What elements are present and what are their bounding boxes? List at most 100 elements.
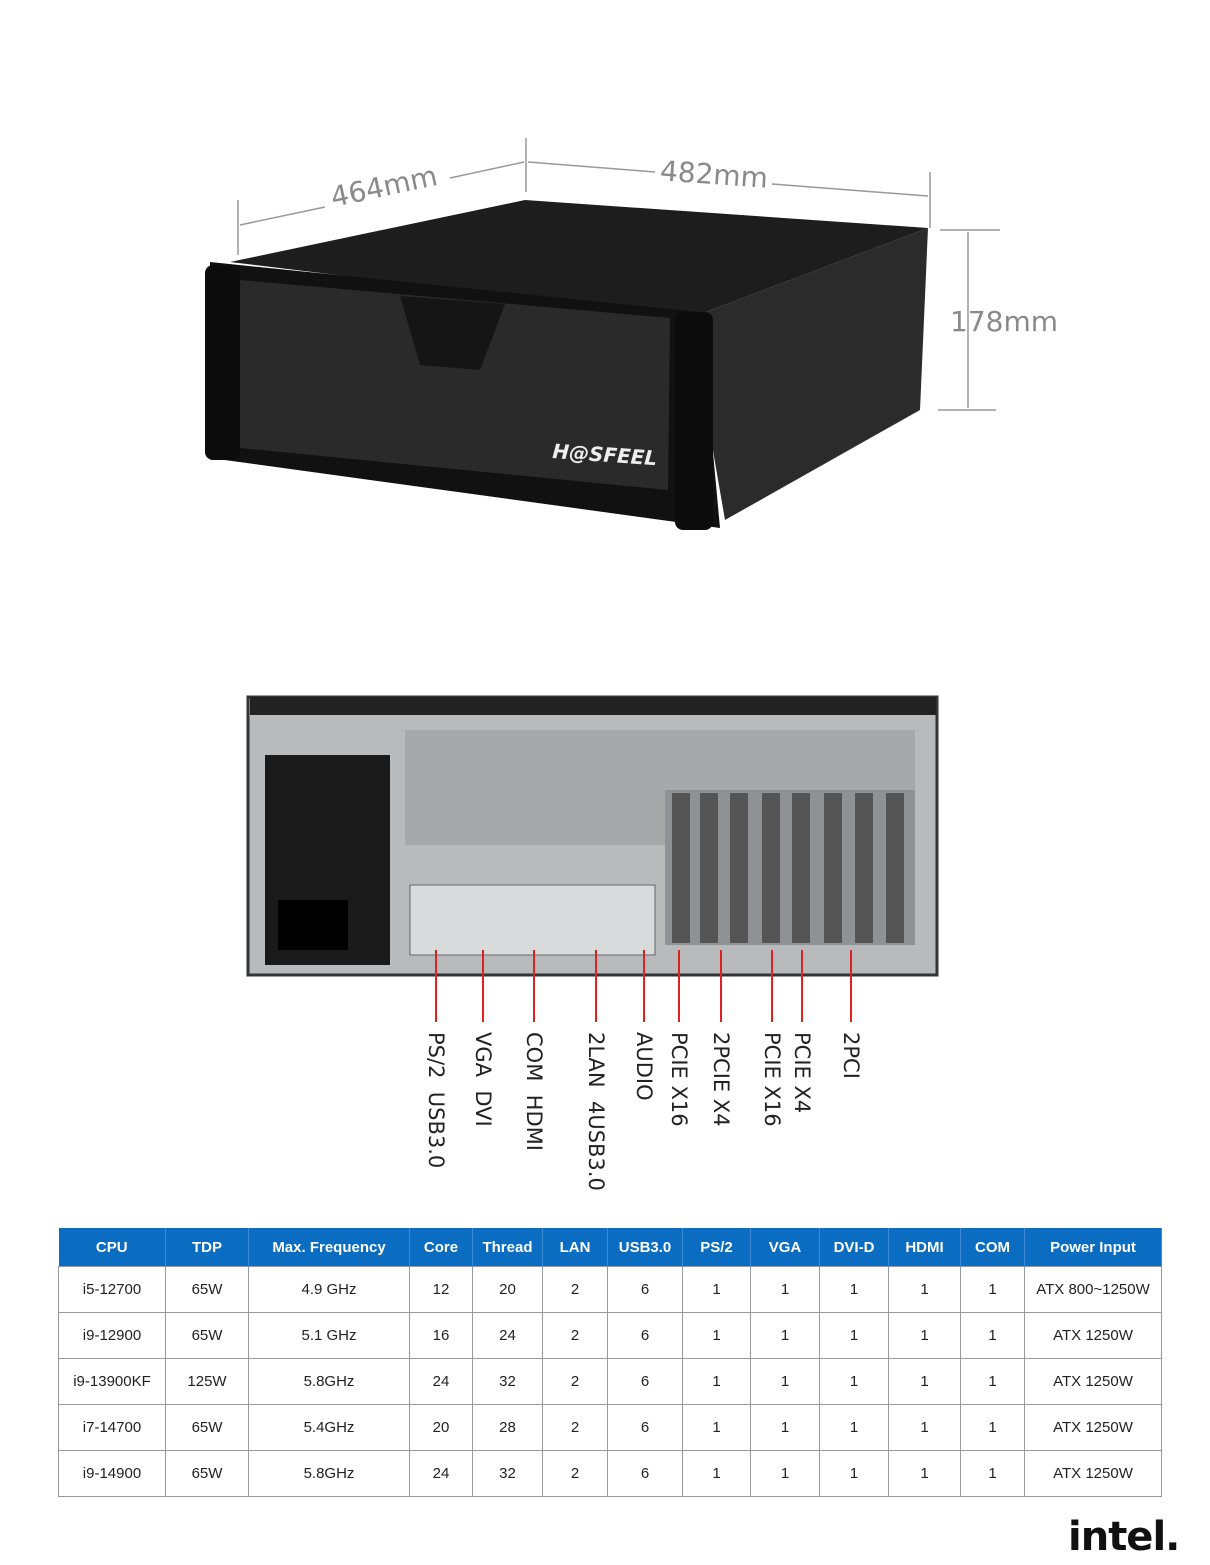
table-cell: 5.4GHz	[248, 1404, 410, 1451]
column-header: Core	[409, 1228, 473, 1267]
table-cell: 24	[409, 1450, 473, 1497]
table-cell: 24	[409, 1358, 473, 1405]
callout-line	[482, 950, 484, 1022]
table-cell: 20	[472, 1266, 543, 1313]
table-cell: 1	[888, 1266, 961, 1313]
column-header: DVI-D	[819, 1228, 889, 1267]
table-cell: 65W	[165, 1312, 249, 1359]
table-cell: 1	[819, 1404, 889, 1451]
callout-line	[850, 950, 852, 1022]
table-cell: 1	[750, 1312, 820, 1359]
table-cell: 2	[542, 1312, 608, 1359]
table-cell: 28	[472, 1404, 543, 1451]
table-cell: 1	[819, 1312, 889, 1359]
column-header: TDP	[165, 1228, 249, 1267]
table-cell: 1	[960, 1450, 1025, 1497]
table-cell: 6	[607, 1450, 683, 1497]
table-cell: 24	[472, 1312, 543, 1359]
table-cell: 2	[542, 1404, 608, 1451]
table-cell: 2	[542, 1450, 608, 1497]
table-cell: 4.9 GHz	[248, 1266, 410, 1313]
port-label: VGA DVI	[471, 1032, 495, 1127]
table-cell: 6	[607, 1312, 683, 1359]
table-cell: 20	[409, 1404, 473, 1451]
callout-line	[771, 950, 773, 1022]
port-label: AUDIO	[632, 1032, 656, 1101]
height-dimension: 178mm	[950, 305, 1058, 338]
port-label: 2PCI	[839, 1032, 863, 1079]
table-cell: ATX 1250W	[1024, 1450, 1162, 1497]
port-label: 2LAN 4USB3.0	[584, 1032, 608, 1191]
column-header: Power Input	[1024, 1228, 1162, 1267]
table-cell: 125W	[165, 1358, 249, 1405]
column-header: VGA	[750, 1228, 820, 1267]
table-cell: 1	[819, 1450, 889, 1497]
table-cell: 1	[682, 1404, 751, 1451]
table-cell: ATX 1250W	[1024, 1404, 1162, 1451]
table-cell: ATX 1250W	[1024, 1312, 1162, 1359]
callout-line	[678, 950, 680, 1022]
chassis-rear-image	[246, 695, 939, 977]
chassis-front-image: H@SFEEL	[205, 138, 1000, 530]
table-cell: 6	[607, 1358, 683, 1405]
table-cell: 1	[960, 1404, 1025, 1451]
callout-line	[595, 950, 597, 1022]
table-cell: 16	[409, 1312, 473, 1359]
table-cell: 1	[750, 1358, 820, 1405]
callout-line	[801, 950, 803, 1022]
column-header: Max. Frequency	[248, 1228, 410, 1267]
port-label: 2PCIE X4	[709, 1032, 733, 1127]
table-cell: i9-14900	[58, 1450, 166, 1497]
table-cell: 2	[542, 1266, 608, 1313]
table-cell: 65W	[165, 1404, 249, 1451]
table-cell: 6	[607, 1404, 683, 1451]
table-cell: 1	[888, 1450, 961, 1497]
table-cell: 1	[888, 1358, 961, 1405]
callout-line	[533, 950, 535, 1022]
table-cell: i9-13900KF	[58, 1358, 166, 1405]
table-cell: 1	[682, 1450, 751, 1497]
table-cell: 1	[750, 1404, 820, 1451]
table-cell: 32	[472, 1358, 543, 1405]
column-header: HDMI	[888, 1228, 961, 1267]
table-cell: 1	[888, 1404, 961, 1451]
intel-logo: intel.	[1068, 1514, 1180, 1560]
table-cell: 1	[960, 1358, 1025, 1405]
callout-line	[435, 950, 437, 1022]
table-cell: 5.1 GHz	[248, 1312, 410, 1359]
table-cell: 1	[750, 1266, 820, 1313]
table-cell: 12	[409, 1266, 473, 1313]
column-header: USB3.0	[607, 1228, 683, 1267]
table-cell: 65W	[165, 1266, 249, 1313]
port-label: PCIE X16	[667, 1032, 691, 1127]
table-cell: 1	[888, 1312, 961, 1359]
table-cell: ATX 1250W	[1024, 1358, 1162, 1405]
port-label: PCIE X16	[760, 1032, 784, 1127]
table-cell: i5-12700	[58, 1266, 166, 1313]
table-cell: 1	[819, 1358, 889, 1405]
table-cell: 2	[542, 1358, 608, 1405]
table-cell: 65W	[165, 1450, 249, 1497]
table-cell: 32	[472, 1450, 543, 1497]
table-cell: 5.8GHz	[248, 1450, 410, 1497]
column-header: Thread	[472, 1228, 543, 1267]
column-header: LAN	[542, 1228, 608, 1267]
port-label: PCIE X4	[790, 1032, 814, 1114]
table-cell: 5.8GHz	[248, 1358, 410, 1405]
table-cell: i7-14700	[58, 1404, 166, 1451]
table-cell: 1	[682, 1358, 751, 1405]
column-header: PS/2	[682, 1228, 751, 1267]
port-label: PS/2 USB3.0	[424, 1032, 448, 1169]
table-cell: ATX 800~1250W	[1024, 1266, 1162, 1313]
table-cell: 1	[819, 1266, 889, 1313]
column-header: COM	[960, 1228, 1025, 1267]
column-header: CPU	[58, 1228, 166, 1267]
port-label: COM HDMI	[522, 1032, 546, 1151]
table-cell: i9-12900	[58, 1312, 166, 1359]
